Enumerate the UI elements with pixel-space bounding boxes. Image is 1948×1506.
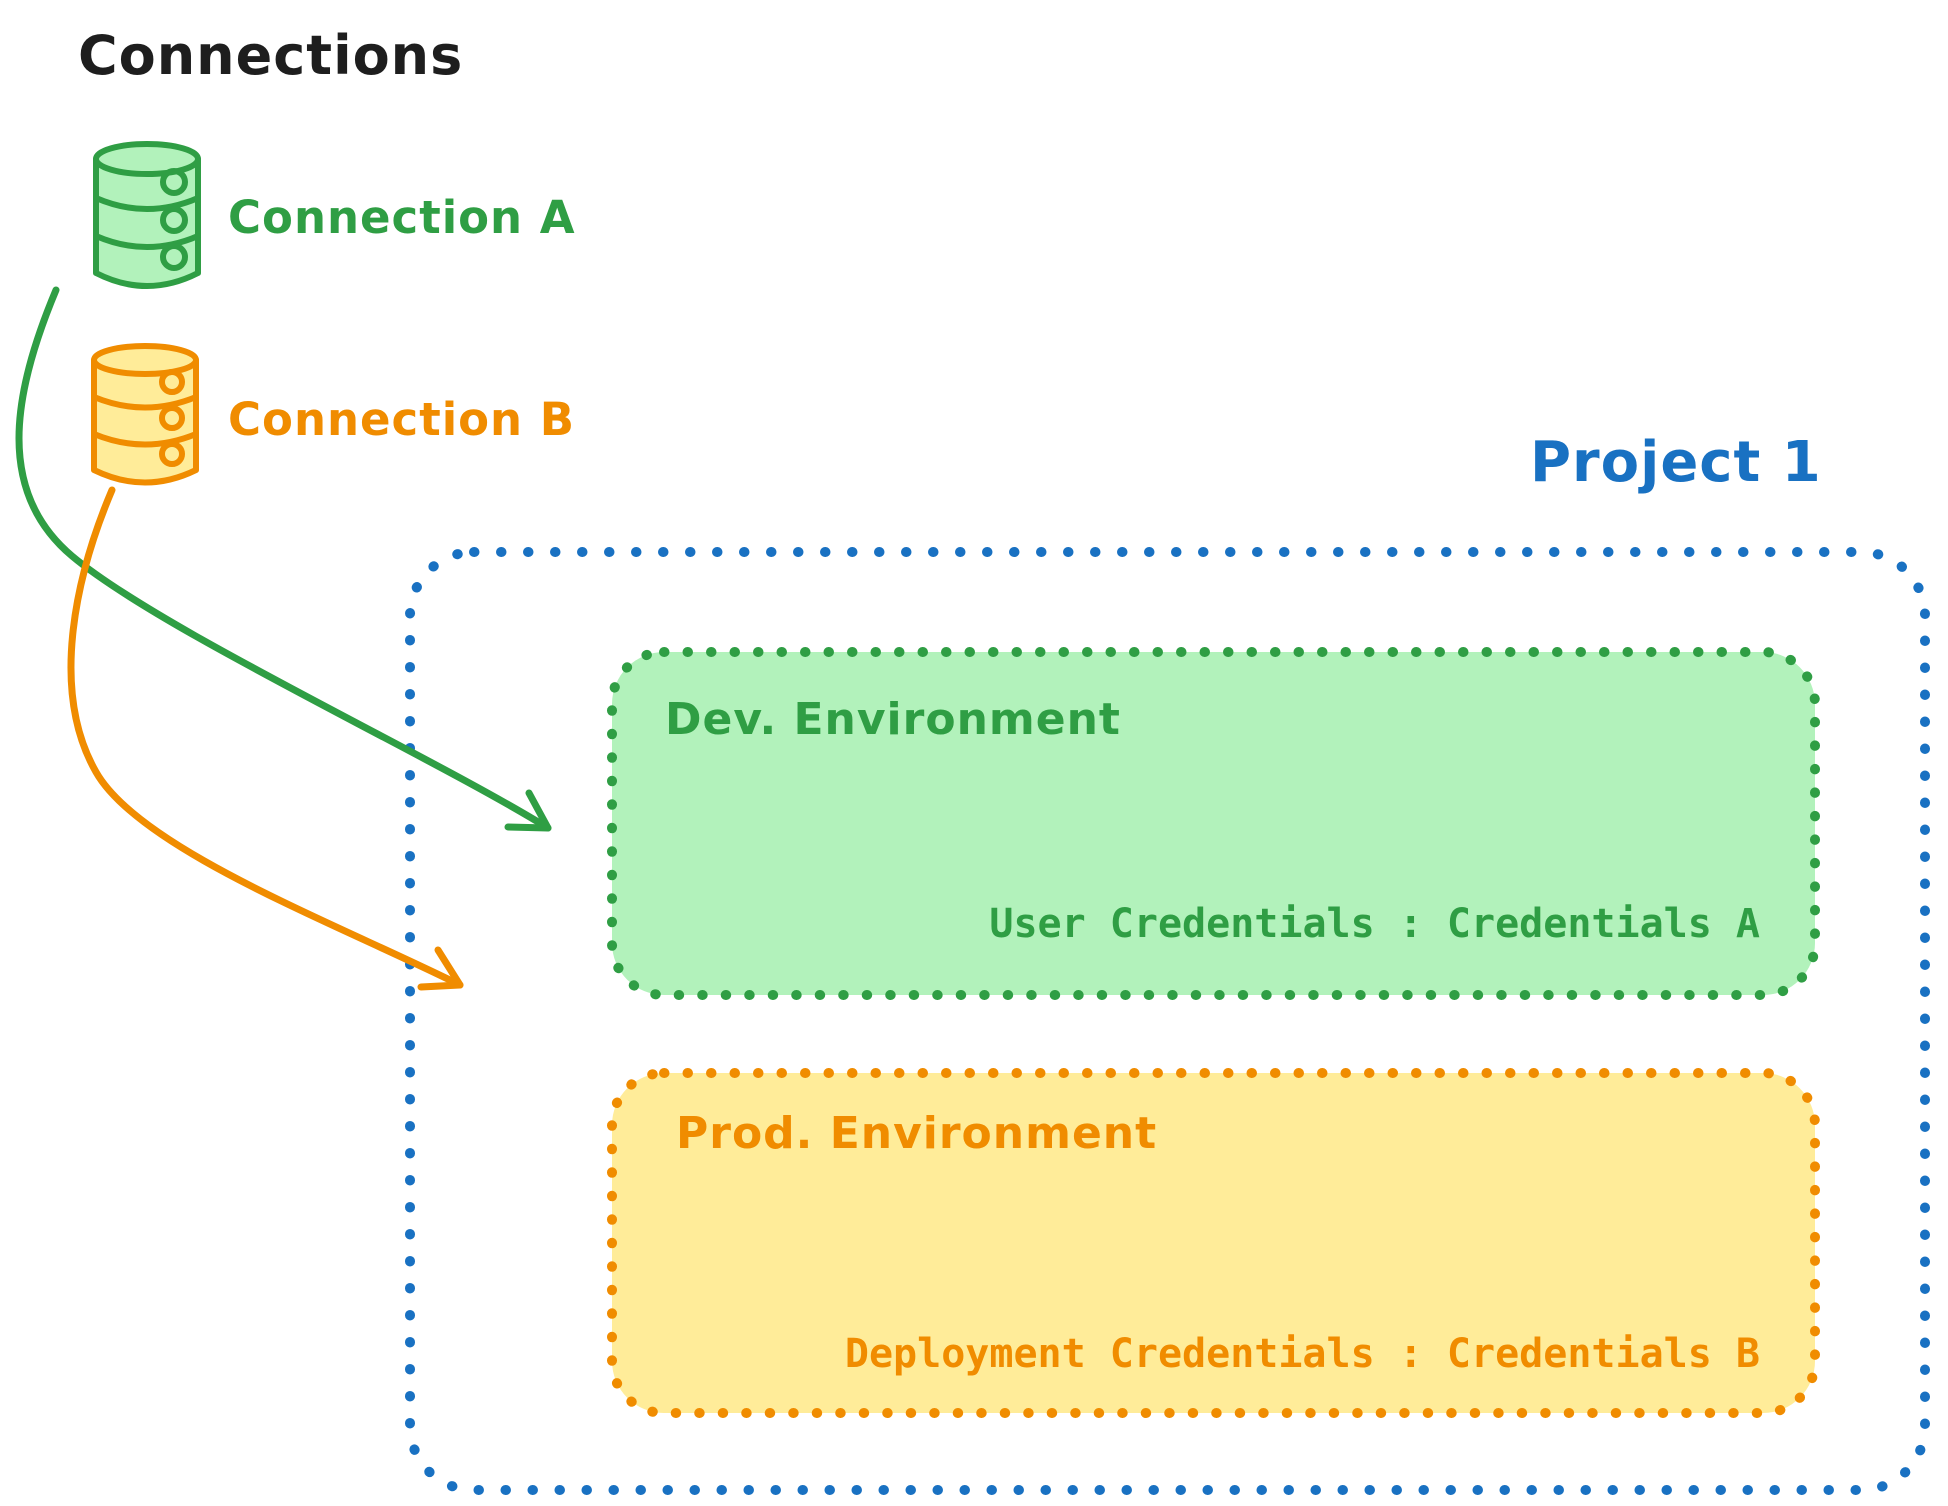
- prod-environment-credentials: Deployment Credentials : Credentials B: [844, 1331, 1760, 1377]
- page-title: Connections: [78, 24, 464, 87]
- arrowhead-icon: [417, 946, 464, 991]
- dev-environment-credentials: User Credentials : Credentials A: [989, 901, 1760, 947]
- connection-a-label: Connection A: [228, 191, 576, 244]
- connection-b-label: Connection B: [228, 393, 576, 446]
- connection-b-arrow: [67, 486, 464, 991]
- arrowhead-icon: [504, 789, 552, 832]
- database-icon: [93, 141, 201, 289]
- database-icon: [91, 343, 199, 486]
- prod-environment-label: Prod. Environment: [676, 1108, 1158, 1159]
- dev-environment-label: Dev. Environment: [665, 694, 1121, 745]
- project-title: Project 1: [1530, 430, 1822, 495]
